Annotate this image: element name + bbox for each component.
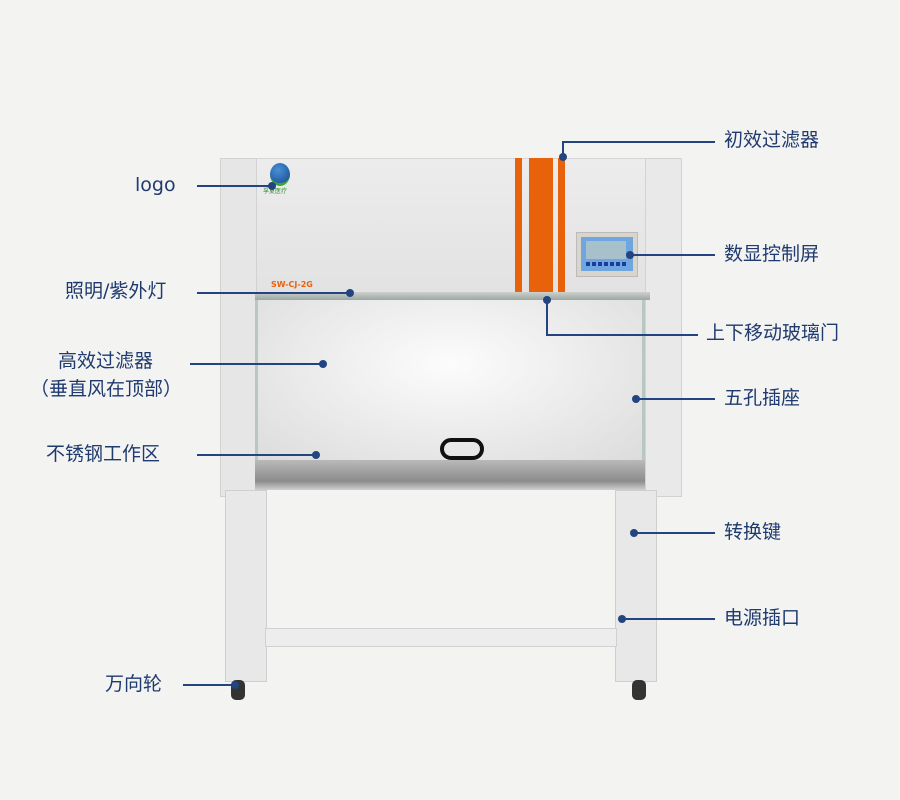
power-cord xyxy=(440,438,484,460)
label-power: 电源插口 xyxy=(724,607,801,629)
cross-bar xyxy=(265,628,617,647)
stainless-tray xyxy=(255,460,645,490)
right-leg xyxy=(615,490,657,682)
left-side-panel xyxy=(220,158,257,497)
label-logo: logo xyxy=(135,174,176,196)
light-bar xyxy=(255,292,650,300)
logo: 孚夏医疗 xyxy=(263,163,295,195)
work-chamber xyxy=(255,300,645,460)
label-work-area: 不锈钢工作区 xyxy=(46,443,161,465)
label-switch: 转换键 xyxy=(724,521,782,543)
label-hepa-note: （垂直风在顶部） xyxy=(30,378,183,400)
label-hepa: 高效过滤器 xyxy=(58,350,154,372)
label-caster: 万向轮 xyxy=(105,673,163,695)
logo-text: 孚夏医疗 xyxy=(263,188,288,195)
left-leg xyxy=(225,490,267,682)
caster-wheel xyxy=(632,680,646,700)
label-glass-door: 上下移动玻璃门 xyxy=(706,322,840,344)
display-screen xyxy=(576,232,638,277)
label-lighting: 照明/紫外灯 xyxy=(65,280,167,302)
orange-stripe xyxy=(515,158,522,295)
right-side-panel xyxy=(645,158,682,497)
label-display: 数显控制屏 xyxy=(724,243,820,265)
orange-stripe xyxy=(529,158,553,295)
label-primary-filter: 初效过滤器 xyxy=(724,129,820,151)
label-socket: 五孔插座 xyxy=(724,387,801,409)
orange-stripe xyxy=(558,158,565,295)
model-label: SW-CJ-2G xyxy=(271,280,313,289)
